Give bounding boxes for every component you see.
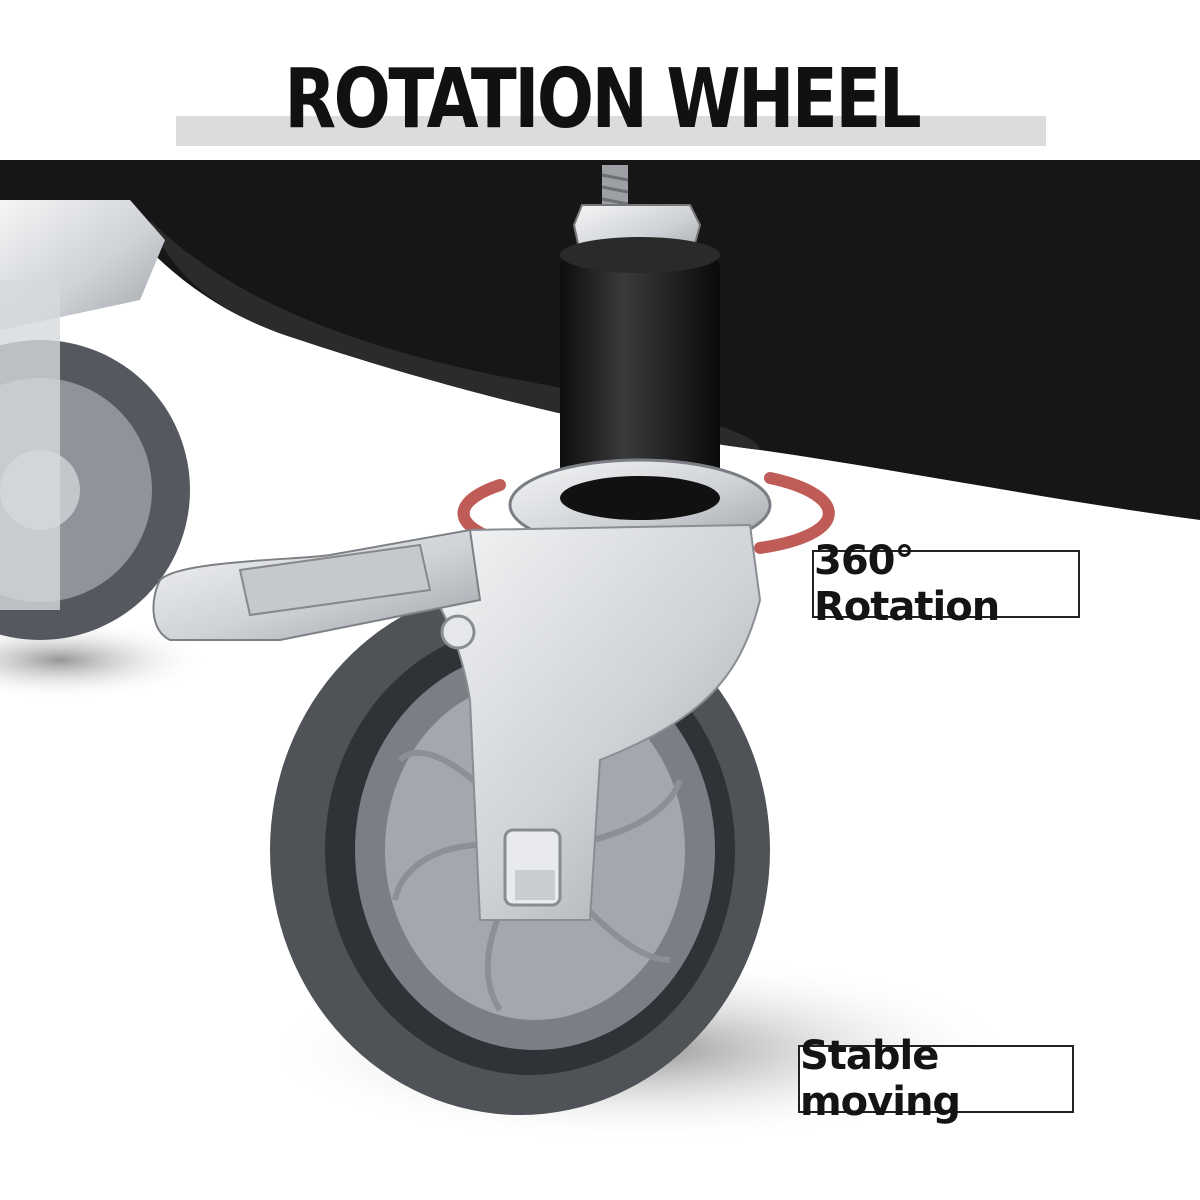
left-wheel-shadow [0,620,210,700]
rotation-label: 360° Rotation [812,538,1080,630]
stable-moving-label: Stable moving [798,1033,1074,1125]
fork-rivet [440,614,476,650]
stem [560,165,720,505]
fork-bracket [418,523,762,921]
axle-bolt [503,828,562,907]
title-underline-bar [176,116,1046,146]
page-title: ROTATION WHEEL [284,52,921,147]
left-caster [0,200,190,640]
brake-lever [152,528,482,641]
